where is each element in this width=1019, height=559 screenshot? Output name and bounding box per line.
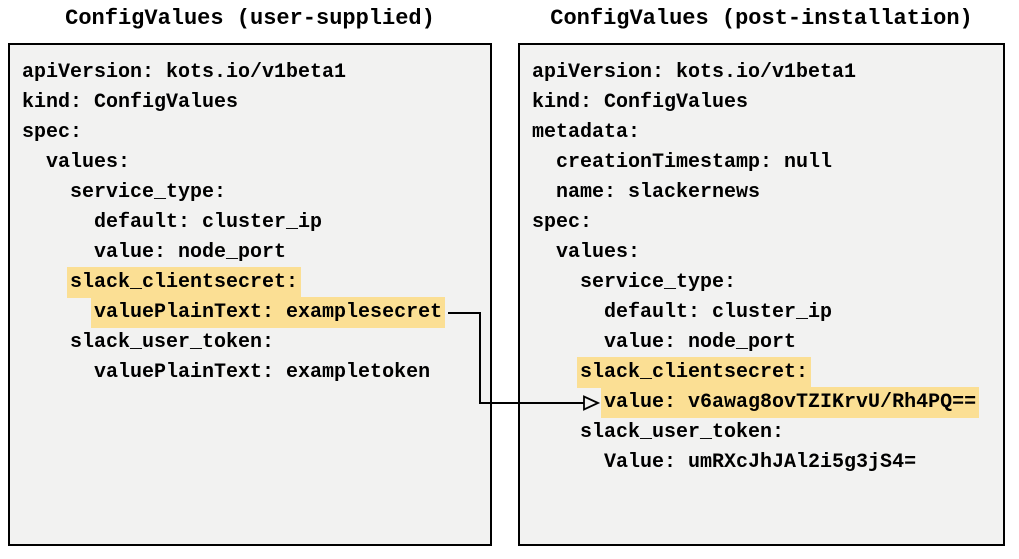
yaml-indent <box>532 361 580 384</box>
yaml-indent <box>532 391 604 414</box>
yaml-line: metadata: <box>532 118 1003 148</box>
yaml-text: default: cluster_ip <box>604 301 833 324</box>
yaml-line: valuePlainText: exampletoken <box>22 358 490 388</box>
yaml-text: valuePlainText: exampletoken <box>94 361 431 384</box>
yaml-line: spec: <box>532 208 1003 238</box>
yaml-indent <box>532 331 604 354</box>
right-panel-title: ConfigValues (post-installation) <box>550 6 973 31</box>
post-installation-yaml-code: apiVersion: kots.io/v1beta1 kind: ConfigV… <box>520 45 1003 478</box>
yaml-indent <box>532 181 556 204</box>
yaml-line: kind: ConfigValues <box>22 88 490 118</box>
yaml-line: slack_clientsecret: <box>532 357 1003 388</box>
yaml-line: name: slackernews <box>532 178 1003 208</box>
yaml-indent <box>532 301 604 324</box>
yaml-text: spec: <box>532 211 593 234</box>
yaml-line: valuePlainText: examplesecret <box>22 297 490 328</box>
yaml-text: apiVersion: kots.io/v1beta1 <box>22 61 347 84</box>
yaml-line: Value: umRXcJhJAl2i5g3jS4= <box>532 448 1003 478</box>
yaml-line: apiVersion: kots.io/v1beta1 <box>532 58 1003 88</box>
yaml-indent <box>532 451 604 474</box>
yaml-indent <box>532 421 580 444</box>
yaml-text: kind: ConfigValues <box>22 91 239 114</box>
yaml-text: apiVersion: kots.io/v1beta1 <box>532 61 857 84</box>
yaml-text: Value: umRXcJhJAl2i5g3jS4= <box>604 451 917 474</box>
yaml-indent <box>22 271 70 294</box>
yaml-indent <box>22 331 70 354</box>
yaml-line: values: <box>532 238 1003 268</box>
yaml-line: default: cluster_ip <box>532 298 1003 328</box>
highlighted-yaml-text: slack_clientsecret: <box>580 357 809 388</box>
yaml-indent <box>22 151 46 174</box>
yaml-line: service_type: <box>532 268 1003 298</box>
yaml-line: default: cluster_ip <box>22 208 490 238</box>
yaml-line: kind: ConfigValues <box>532 88 1003 118</box>
yaml-line: value: node_port <box>532 328 1003 358</box>
yaml-text: default: cluster_ip <box>94 211 323 234</box>
yaml-line: slack_clientsecret: <box>22 267 490 298</box>
highlighted-yaml-text: slack_clientsecret: <box>70 267 299 298</box>
yaml-line: values: <box>22 148 490 178</box>
yaml-text: value: node_port <box>94 241 287 264</box>
yaml-text: values: <box>556 241 641 264</box>
yaml-text: service_type: <box>580 271 737 294</box>
yaml-line: slack_user_token: <box>22 328 490 358</box>
yaml-line: service_type: <box>22 178 490 208</box>
yaml-line: spec: <box>22 118 490 148</box>
yaml-line: creationTimestamp: null <box>532 148 1003 178</box>
yaml-indent <box>532 151 556 174</box>
yaml-text: service_type: <box>70 181 227 204</box>
yaml-line: value: node_port <box>22 238 490 268</box>
highlighted-yaml-text: valuePlainText: examplesecret <box>94 297 443 328</box>
yaml-text: name: slackernews <box>556 181 761 204</box>
yaml-indent <box>22 361 94 384</box>
yaml-text: slack_user_token: <box>580 421 785 444</box>
highlighted-yaml-text: value: v6awag8ovTZIKrvU/Rh4PQ== <box>604 387 977 418</box>
yaml-line: slack_user_token: <box>532 418 1003 448</box>
yaml-indent <box>22 241 94 264</box>
yaml-indent <box>22 211 94 234</box>
yaml-line: value: v6awag8ovTZIKrvU/Rh4PQ== <box>532 387 1003 418</box>
post-installation-config-panel: apiVersion: kots.io/v1beta1 kind: ConfigV… <box>518 43 1005 546</box>
left-panel-title: ConfigValues (user-supplied) <box>65 6 435 31</box>
user-supplied-config-panel: apiVersion: kots.io/v1beta1 kind: ConfigV… <box>8 43 492 546</box>
yaml-indent <box>532 271 580 294</box>
user-supplied-yaml-code: apiVersion: kots.io/v1beta1 kind: ConfigV… <box>10 45 490 388</box>
yaml-text: creationTimestamp: null <box>556 151 833 174</box>
yaml-text: kind: ConfigValues <box>532 91 749 114</box>
yaml-line: apiVersion: kots.io/v1beta1 <box>22 58 490 88</box>
yaml-text: metadata: <box>532 121 641 144</box>
yaml-text: value: node_port <box>604 331 797 354</box>
yaml-text: values: <box>46 151 131 174</box>
yaml-text: slack_user_token: <box>70 331 275 354</box>
yaml-indent <box>22 301 94 324</box>
yaml-text: spec: <box>22 121 83 144</box>
yaml-indent <box>22 181 70 204</box>
yaml-indent <box>532 241 556 264</box>
